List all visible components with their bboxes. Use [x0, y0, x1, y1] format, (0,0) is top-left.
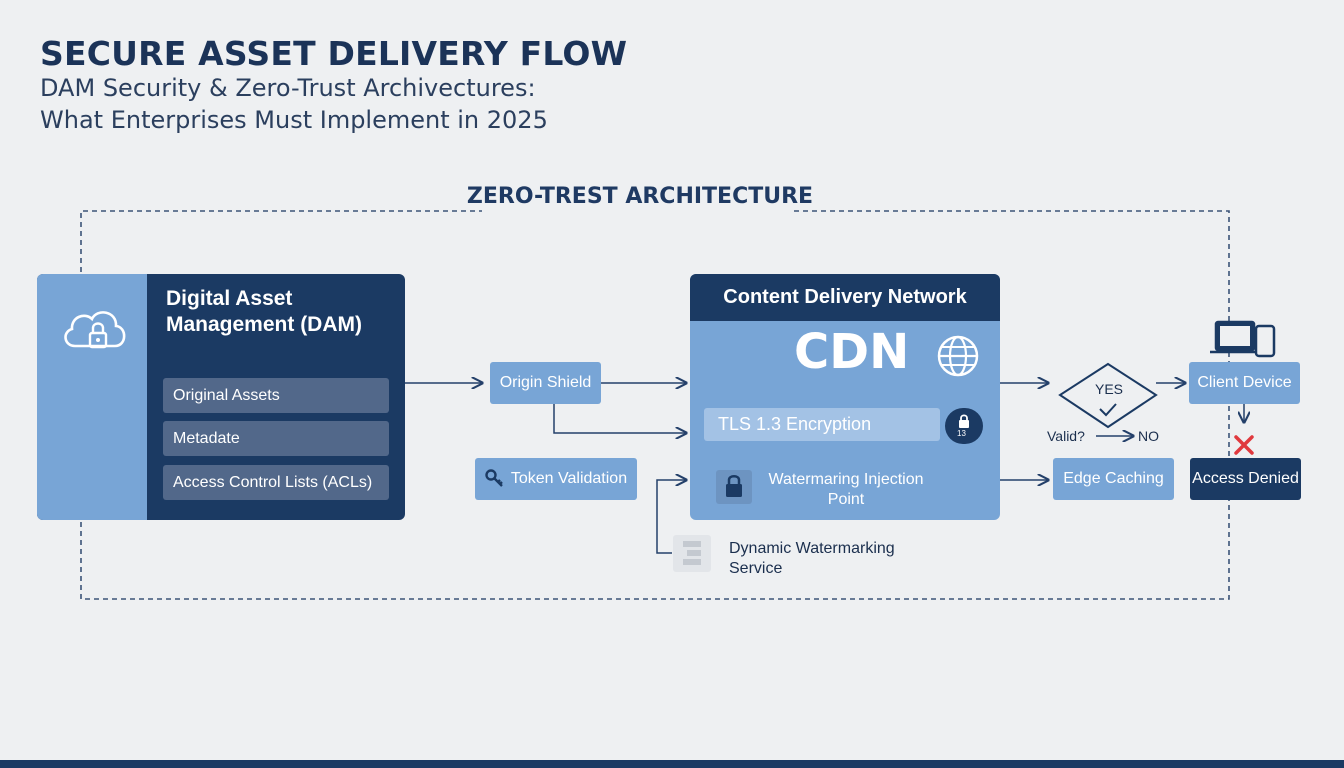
cdn-big-label: CDN: [794, 324, 910, 380]
dam-item-original-assets: Original Assets: [163, 378, 389, 413]
cdn-block: Content Delivery Network CDN TLS 1.3 Enc…: [690, 274, 1000, 520]
access-denied-label: Access Denied: [1192, 470, 1299, 487]
edge-caching-node: Edge Caching: [1053, 458, 1174, 500]
cloud-lock-icon: [64, 311, 126, 349]
page-subtitle-line-1: DAM Security & Zero-Trust Archivectures:: [40, 74, 536, 102]
dam-item-acls: Access Control Lists (ACLs): [163, 465, 389, 500]
globe-icon: [937, 335, 979, 377]
dam-icon-panel: [37, 274, 147, 520]
dynamic-watermarking-label: Dynamic Watermarking Service: [729, 540, 895, 577]
token-validation-node: Token Validation: [475, 458, 637, 500]
decision-no-label: NO: [1138, 428, 1159, 444]
tls-encryption-bar: TLS 1.3 Encryption: [704, 408, 940, 441]
watermark-service-icon: [673, 535, 711, 572]
decision-yes-label: YES: [1095, 381, 1124, 397]
access-denied-node: Access Denied: [1190, 458, 1301, 500]
laptop-phone-icon: [1210, 320, 1276, 358]
arrow-origin-to-tls: [553, 404, 686, 433]
key-icon: [485, 469, 503, 487]
decision-diamond: [1058, 362, 1158, 429]
watermark-injection-point: Watermaring Injection Point: [768, 471, 924, 508]
page-subtitle-line-2: What Enterprises Must Implement in 2025: [40, 106, 548, 134]
client-device-label: Client Device: [1197, 374, 1292, 391]
tls-lock-badge: 13: [945, 408, 983, 444]
bottom-bar: [0, 760, 1344, 768]
dam-item-metadata: Metadate: [163, 421, 389, 456]
origin-shield-label: Origin Shield: [499, 374, 592, 391]
dam-block: Digital Asset Management (DAM) Original …: [37, 274, 405, 520]
arrow-watermarking-to-cdn: [656, 480, 686, 554]
client-device-node: Client Device: [1189, 362, 1300, 404]
token-validation-label: Token Validation: [510, 470, 628, 487]
zero-trust-boundary: [80, 210, 1230, 600]
denied-x-icon: [1234, 435, 1254, 455]
dam-title: Digital Asset Management (DAM): [166, 287, 363, 336]
zero-trust-label: ZERO-TREST ARCHITECTURE: [466, 184, 814, 209]
edge-caching-label: Edge Caching: [1063, 470, 1164, 487]
page-title: SECURE ASSET DELIVERY FLOW: [40, 34, 628, 73]
decision-question-label: Valid?: [1047, 428, 1085, 444]
tls-badge-text: 13: [957, 429, 966, 438]
cdn-header: Content Delivery Network: [690, 274, 1000, 321]
padlock-icon: [716, 470, 752, 504]
origin-shield-node: Origin Shield: [490, 362, 601, 404]
check-icon: [1099, 403, 1117, 417]
lock-icon: [959, 414, 969, 428]
